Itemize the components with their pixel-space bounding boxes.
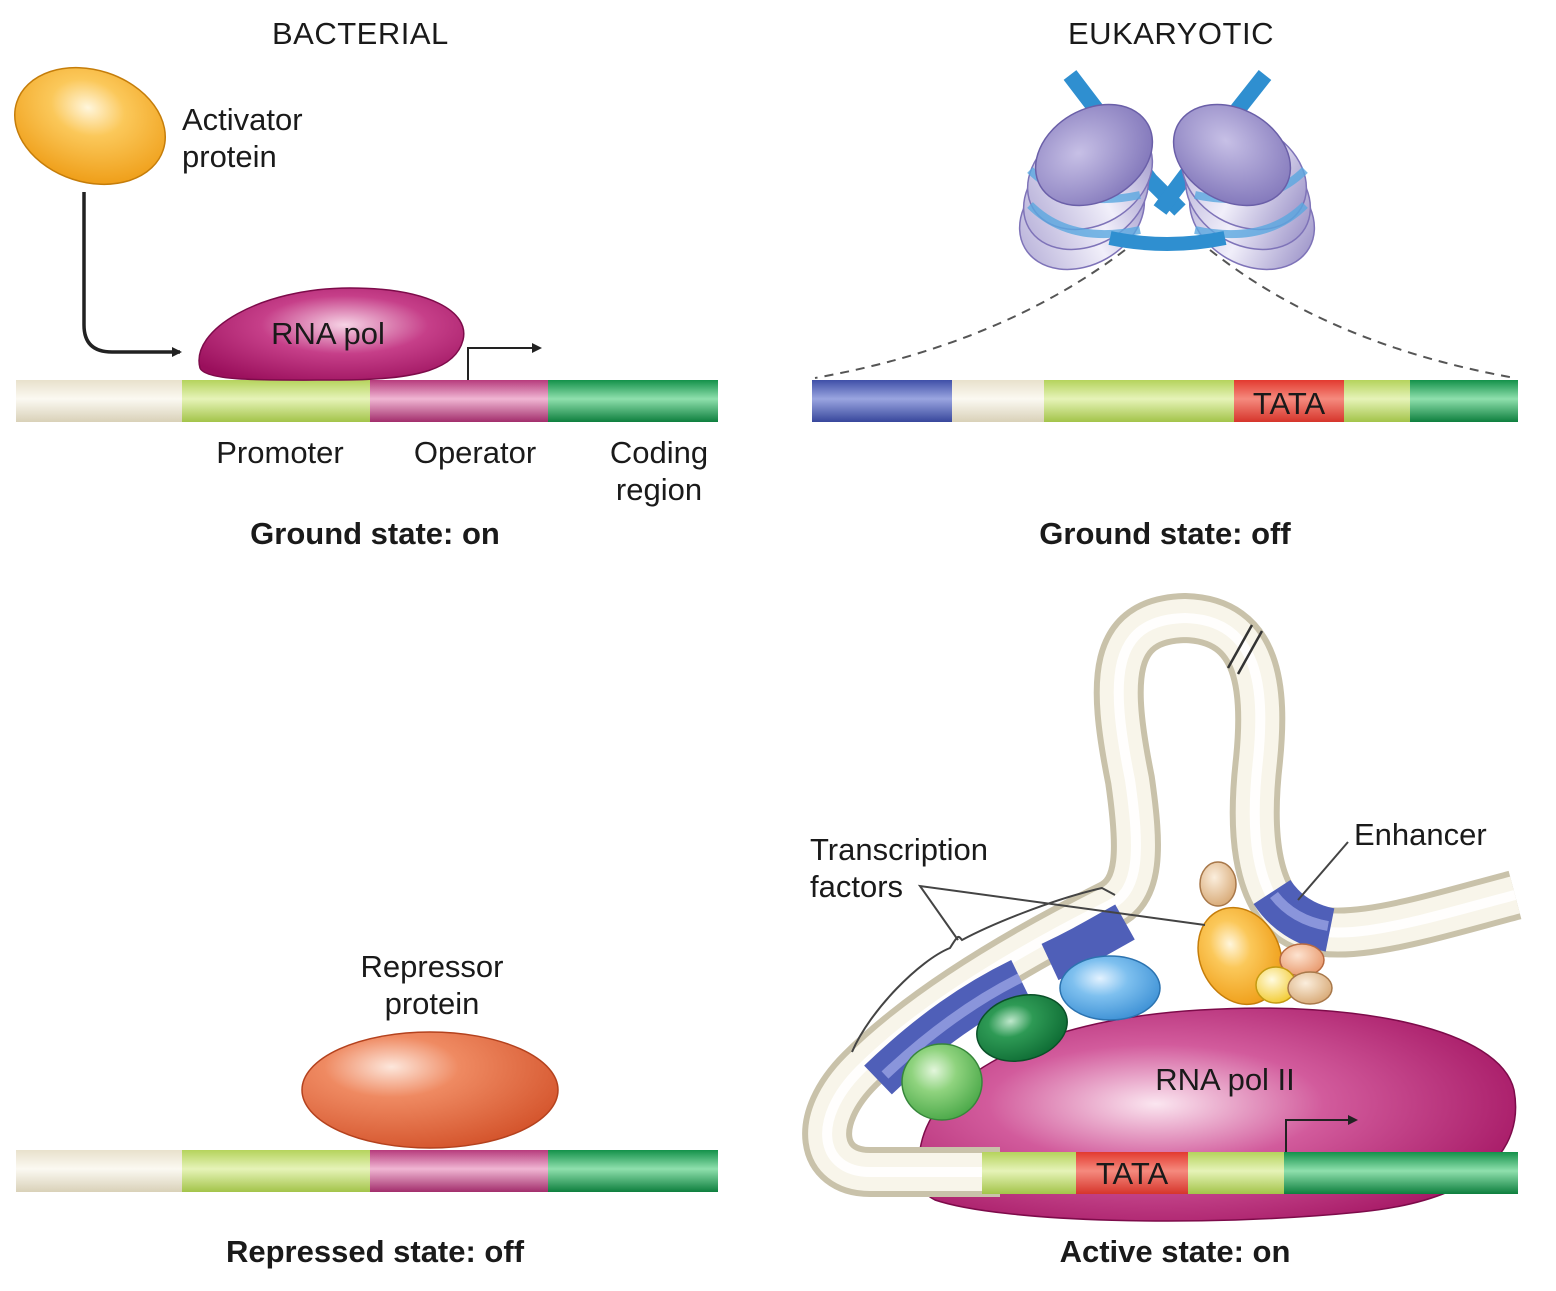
promoter-segment bbox=[1044, 380, 1234, 422]
operator-segment bbox=[370, 380, 548, 422]
dna-beige-segment bbox=[16, 380, 182, 422]
promoter-segment-2 bbox=[1188, 1152, 1284, 1194]
tf-tan-top bbox=[1199, 861, 1237, 907]
tata-box-segment bbox=[1234, 380, 1344, 422]
bacterial-ground-dna bbox=[16, 380, 718, 422]
promoter-segment bbox=[182, 1150, 370, 1192]
operator-segment bbox=[370, 1150, 548, 1192]
tf-pointer-lines bbox=[917, 884, 1206, 941]
bacterial-repressed-state-label: Repressed state: off bbox=[225, 1234, 525, 1269]
zoom-dashed-left bbox=[814, 249, 1126, 379]
active-transcription-arrow bbox=[1285, 1115, 1358, 1152]
transcription-start-arrow bbox=[467, 343, 542, 380]
dna-loop bbox=[802, 593, 1522, 1197]
blue-segment bbox=[812, 380, 952, 422]
bacterial-repressed-dna bbox=[16, 1150, 718, 1192]
eukaryotic-ground-state-label: Ground state: off bbox=[1039, 516, 1291, 551]
repressor-label: Repressor protein bbox=[360, 949, 504, 1021]
nucleosome-structure bbox=[1018, 70, 1316, 271]
dna-beige-segment bbox=[16, 1150, 182, 1192]
tata-top-label: TATA bbox=[1252, 386, 1326, 421]
eukaryotic-active-dna bbox=[982, 1152, 1518, 1194]
transcription-factor-proteins bbox=[901, 861, 1333, 1121]
activator-arrow bbox=[82, 192, 182, 357]
coding-region-label: Coding region bbox=[609, 435, 709, 507]
enhancer-pointer bbox=[1297, 841, 1349, 901]
eukaryotic-ground-dna bbox=[812, 380, 1518, 422]
dna-beige-segment bbox=[952, 380, 1044, 422]
rna-pol-label: RNA pol bbox=[271, 316, 385, 351]
tf-light-green bbox=[901, 1043, 983, 1121]
tf-bracket bbox=[851, 886, 1116, 1053]
tf-dark-green bbox=[976, 994, 1068, 1062]
nucleosome-left bbox=[1018, 103, 1154, 271]
tf-light-blue bbox=[1059, 955, 1161, 1021]
tf-tan-small bbox=[1287, 971, 1333, 1005]
eukaryotic-active-state-label: Active state: on bbox=[1059, 1234, 1291, 1269]
coding-segment bbox=[1284, 1152, 1518, 1194]
eukaryotic-title: EUKARYOTIC bbox=[1068, 16, 1274, 51]
enhancer-label: Enhancer bbox=[1354, 817, 1487, 852]
promoter-label: Promoter bbox=[216, 435, 344, 470]
rna-pol-shape bbox=[198, 287, 465, 381]
tata-box-segment bbox=[1076, 1152, 1188, 1194]
promoter-segment-2 bbox=[1344, 380, 1410, 422]
coding-segment bbox=[548, 1150, 718, 1192]
promoter-segment bbox=[982, 1152, 1076, 1194]
rna-pol2-label: RNA pol II bbox=[1155, 1062, 1295, 1097]
repressor-protein-shape bbox=[301, 1031, 559, 1149]
coding-segment bbox=[548, 380, 718, 422]
promoter-segment bbox=[182, 380, 370, 422]
activator-label: Activator protein bbox=[182, 102, 303, 174]
zoom-dashed-right bbox=[1209, 249, 1516, 379]
nucleosome-right bbox=[1172, 103, 1316, 271]
bacterial-title: BACTERIAL bbox=[272, 16, 449, 51]
activator-protein-shape bbox=[14, 66, 166, 186]
operator-label: Operator bbox=[413, 435, 537, 470]
coding-segment bbox=[1410, 380, 1518, 422]
transcription-factors-label: Transcription factors bbox=[810, 832, 989, 904]
tata-bottom-label: TATA bbox=[1095, 1156, 1169, 1191]
bacterial-ground-state-label: Ground state: on bbox=[250, 516, 500, 551]
